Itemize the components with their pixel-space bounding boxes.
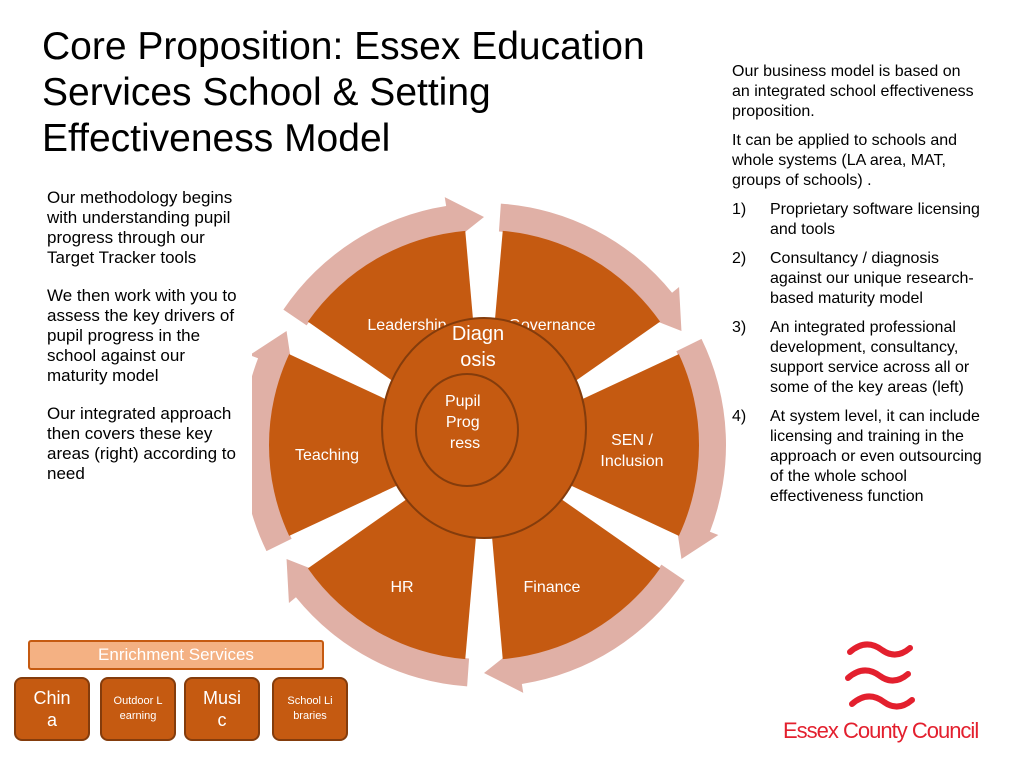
list-number: 2): [732, 250, 747, 267]
methodology-paragraph-3: Our integrated approach then covers thes…: [47, 404, 236, 483]
list-text: Proprietary software licensing and tools: [770, 201, 980, 238]
methodology-paragraph-2: We then work with you to assess the key …: [47, 286, 237, 385]
cycle-arrow: [498, 203, 682, 331]
wheel-segment-label: HR: [390, 579, 413, 596]
wheel-segment-label: Teaching: [295, 447, 359, 464]
enrichment-item-label: China: [33, 688, 71, 730]
wheel-segment-sen-inclusion: [494, 354, 699, 536]
business-list-item: 2) Consultancy / diagnosis against our un…: [732, 249, 982, 309]
enrichment-services-header: Enrichment Services: [28, 640, 324, 670]
enrichment-item-label: Outdoor Learning: [113, 695, 163, 722]
diagnosis-label: Diagn osis: [452, 323, 504, 371]
cycle-arrow: [283, 197, 484, 326]
methodology-text: Our methodology begins with understandin…: [47, 188, 237, 502]
wheel-segment-label: SEN / Inclusion: [600, 432, 663, 470]
cycle-arrow: [484, 564, 685, 693]
pupil-progress-line-1: Pupil: [445, 393, 481, 410]
business-intro-1: Our business model is based on an integr…: [732, 63, 974, 120]
diagnosis-line-2: osis: [460, 349, 496, 371]
list-text: At system level, it can include licensin…: [770, 408, 982, 505]
enrichment-item-school-libraries: School Libraries: [272, 677, 348, 741]
logo-text: Essex County Council: [783, 718, 979, 743]
pupil-progress-label: Pupil Prog ress: [445, 393, 485, 452]
essex-county-council-logo: [845, 641, 915, 710]
business-list-item: 3) An integrated professional development…: [732, 318, 982, 398]
list-text: An integrated professional development, …: [770, 319, 970, 396]
cycle-arrow: [252, 331, 293, 552]
cycle-arrow: [675, 338, 726, 559]
list-number: 3): [732, 319, 747, 336]
pupil-progress-ellipse: [415, 373, 519, 487]
enrichment-item-label: School Libraries: [287, 695, 333, 722]
list-number: 1): [732, 201, 747, 218]
list-text: Consultancy / diagnosis against our uniq…: [770, 250, 974, 307]
business-list: 1) Proprietary software licensing and too…: [732, 200, 982, 507]
cycle-arrow: [286, 559, 470, 687]
methodology-paragraph-1: Our methodology begins with understandin…: [47, 188, 233, 267]
wheel-segment-label-line: Inclusion: [600, 453, 663, 470]
business-list-item: 4) At system level, it can include licens…: [732, 407, 982, 507]
pupil-progress-line-2: Prog: [446, 414, 480, 431]
business-intro-2: It can be applied to schools and whole s…: [732, 132, 958, 189]
page-title: Core Proposition: Essex Education Servic…: [42, 25, 645, 160]
enrichment-item-music: Music: [184, 677, 260, 741]
wheel-segment-teaching: [269, 354, 474, 536]
logo-emblem: [845, 641, 915, 710]
wheel-segment-label: Finance: [524, 579, 581, 596]
enrichment-item-outdoor-learning: Outdoor Learning: [100, 677, 176, 741]
enrichment-item-china: China: [14, 677, 90, 741]
business-list-item: 1) Proprietary software licensing and too…: [732, 200, 982, 240]
cycle-arrows: [252, 197, 726, 693]
list-number: 4): [732, 408, 747, 425]
pupil-progress-line-3: ress: [450, 435, 480, 452]
business-model-text: Our business model is based on an integr…: [732, 62, 982, 516]
diagnosis-line-1: Diagn: [452, 323, 504, 345]
enrichment-item-label: Music: [202, 688, 241, 730]
wheel-segment-label: Leadership: [367, 317, 446, 334]
wheel-segment-label-line: SEN /: [611, 432, 653, 449]
